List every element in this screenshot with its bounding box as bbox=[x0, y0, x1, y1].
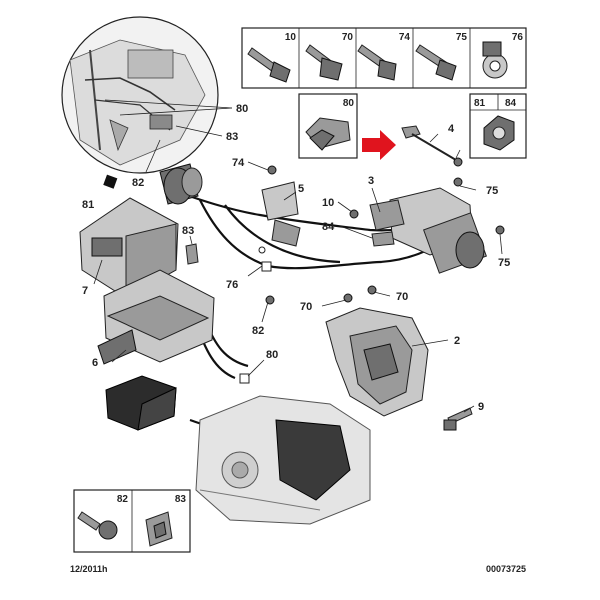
callout-9: 9 bbox=[478, 401, 484, 413]
rod-4-part bbox=[401, 125, 463, 167]
callout-76: 76 bbox=[226, 279, 238, 291]
bolt-82-icon bbox=[77, 511, 118, 540]
screw-74-icon bbox=[357, 44, 397, 81]
footer-date: 12/2011h bbox=[70, 564, 108, 574]
nut-84-icon bbox=[483, 115, 515, 151]
bottom-fastener-table: 82 83 bbox=[73, 489, 191, 553]
location-inset bbox=[61, 16, 219, 174]
table-header-80: 80 bbox=[343, 98, 355, 109]
footer-reference: 00073725 bbox=[486, 564, 526, 574]
table-header-10: 10 bbox=[285, 32, 297, 43]
callout-83-ecu: 83 bbox=[182, 225, 194, 237]
callout-74: 74 bbox=[232, 157, 245, 169]
highlight-arrow-icon bbox=[362, 130, 396, 160]
callout-82-lower: 82 bbox=[252, 325, 264, 337]
bolt-75-icon bbox=[415, 44, 457, 81]
callouts: 80 83 82 81 74 5 3 4 75 10 84 83 75 76 7… bbox=[82, 103, 510, 413]
callout-70-right: 70 bbox=[396, 291, 408, 303]
callout-70-left: 70 bbox=[300, 301, 312, 313]
callout-80-lower: 80 bbox=[266, 349, 278, 361]
leader-lines bbox=[93, 99, 503, 413]
callout-6: 6 bbox=[92, 357, 98, 369]
callout-4: 4 bbox=[448, 123, 455, 135]
callout-83: 83 bbox=[226, 131, 238, 143]
fastener-table: 10 70 74 75 76 8 bbox=[241, 27, 527, 159]
gearbox-part bbox=[195, 395, 371, 525]
callout-5: 5 bbox=[298, 183, 304, 195]
table-header-82: 82 bbox=[117, 494, 129, 505]
callout-7: 7 bbox=[82, 285, 88, 297]
table-header-74: 74 bbox=[399, 32, 411, 43]
connector-84-part bbox=[371, 231, 395, 247]
clip-83-icon bbox=[145, 511, 173, 547]
gearbox-actuator-part bbox=[369, 187, 487, 274]
callout-3: 3 bbox=[368, 175, 374, 187]
callout-82: 82 bbox=[132, 177, 144, 189]
table-header-70: 70 bbox=[342, 32, 354, 43]
callout-10: 10 bbox=[322, 197, 334, 209]
table-header-76: 76 bbox=[512, 32, 524, 43]
bolt-10-icon bbox=[247, 47, 291, 83]
bracket-2-part bbox=[325, 307, 429, 417]
bolt-9-part bbox=[443, 407, 473, 431]
connector-83-part bbox=[185, 243, 199, 265]
callout-80: 80 bbox=[236, 103, 248, 115]
callout-84: 84 bbox=[322, 221, 335, 233]
clip-76-icon bbox=[482, 41, 508, 79]
table-header-81: 81 bbox=[474, 98, 486, 109]
bracket-80-icon bbox=[305, 117, 351, 151]
table-header-83: 83 bbox=[175, 494, 187, 505]
callout-2: 2 bbox=[454, 335, 460, 347]
duct-connector-part bbox=[159, 163, 301, 247]
bolt-70-icon bbox=[305, 44, 343, 81]
table-header-75: 75 bbox=[456, 32, 468, 43]
connector-81-part bbox=[103, 174, 118, 189]
callout-75-lower: 75 bbox=[498, 257, 510, 269]
control-unit-lower-part bbox=[105, 375, 177, 431]
bracket-6-part bbox=[97, 269, 215, 365]
callout-81: 81 bbox=[82, 199, 94, 211]
table-header-84: 84 bbox=[505, 98, 517, 109]
callout-75-upper: 75 bbox=[486, 185, 498, 197]
